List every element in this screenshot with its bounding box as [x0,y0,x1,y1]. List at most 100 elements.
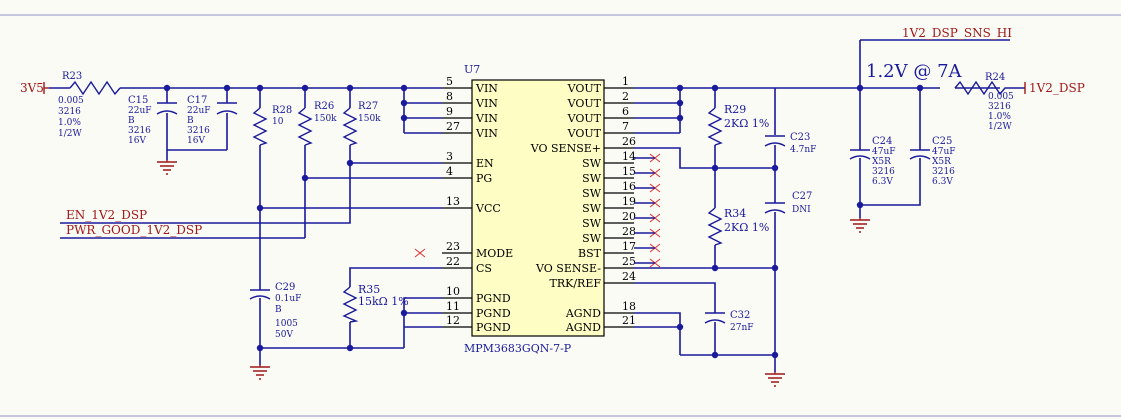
pin-number: 5 [446,75,453,88]
svg-text:22uF: 22uF [187,106,211,116]
svg-text:3216: 3216 [932,167,955,177]
svg-text:R34: R34 [724,207,746,220]
pin-name: VIN [475,82,498,95]
svg-text:2KΩ 1%: 2KΩ 1% [724,221,769,234]
svg-text:1005: 1005 [275,319,298,329]
svg-text:C24: C24 [872,136,892,147]
pin-name: SW [582,172,602,185]
svg-text:4.7nF: 4.7nF [790,145,816,155]
pin-name: VIN [475,127,498,140]
pin-name: VIN [475,112,498,125]
capacitor-c27[interactable]: C27 DNI [764,191,812,215]
pin-name: TRK/REF [550,277,602,290]
pin-number: 12 [446,314,460,327]
pin-number: 28 [622,225,636,238]
pin-name: AGND [565,307,601,320]
chip-pin-3: 3EN [442,150,494,170]
net-label-power-good: PWR_GOOD_1V2_DSP [66,223,202,237]
capacitor-c25[interactable]: C25 47uF X5R 3216 6.3V [909,136,956,187]
pin-name: VOUT [567,112,602,125]
svg-text:B: B [128,116,135,126]
wires [49,39,1025,372]
pin-name: MODE [476,247,513,260]
svg-text:0.1uF: 0.1uF [275,294,301,304]
svg-text:3216: 3216 [988,102,1011,112]
svg-text:3216: 3216 [128,126,151,136]
capacitor-c23[interactable]: C23 4.7nF [764,132,816,155]
pin-name: VOUT [567,97,602,110]
pin-name: PGND [476,307,511,320]
pin-number: 8 [446,90,453,103]
svg-text:3216: 3216 [187,126,210,136]
svg-text:C25: C25 [932,136,952,147]
svg-text:6.3V: 6.3V [932,177,953,187]
svg-text:50V: 50V [275,330,293,340]
resistor-r34[interactable]: R34 2KΩ 1% [707,207,769,246]
svg-text:6.3V: 6.3V [872,177,893,187]
pin-number: 9 [446,105,453,118]
svg-text:1/2W: 1/2W [988,122,1012,132]
pin-name: PGND [476,292,511,305]
pin-name: VOUT [567,127,602,140]
resistor-r29[interactable]: R29 2KΩ 1% [707,103,769,146]
capacitor-c24[interactable]: C24 47uF X5R 3216 6.3V [849,136,896,187]
chip-part-number: MPM3683GQN-7-P [464,342,572,355]
svg-text:X5R: X5R [872,157,891,167]
resistor-r28[interactable]: R28 10 [252,105,292,146]
pin-number: 3 [446,150,453,163]
svg-text:15kΩ 1%: 15kΩ 1% [358,295,409,308]
capacitor-c17[interactable]: C17 22uF B 3216 16V [187,95,238,146]
svg-text:16V: 16V [128,136,146,146]
resistor-r26[interactable]: R26 150k [297,101,337,146]
svg-text:C29: C29 [275,282,295,293]
capacitor-c15[interactable]: C15 22uF B 3216 16V [128,95,178,146]
resistor-r27[interactable]: R27 150k [342,101,381,146]
resistor-r35[interactable]: R35 15kΩ 1% [342,283,409,323]
pin-name: CS [476,262,492,275]
svg-text:C15: C15 [128,95,148,106]
pin-number: 27 [446,120,460,133]
pin-name: BST [578,247,602,260]
svg-text:47uF: 47uF [932,147,956,157]
ground-icon [157,160,177,175]
capacitor-c32[interactable]: C32 27nF [704,310,754,333]
power-port-3v5: 3V5 [20,81,49,95]
pin-name: VO SENSE+ [530,142,601,155]
svg-text:C32: C32 [730,310,750,321]
pin-name: SW [582,157,602,170]
svg-text:10: 10 [272,117,284,127]
chip-u7[interactable]: U7 MPM3683GQN-7-P 5VIN8VIN9VIN27VIN3EN4P… [442,63,636,355]
resistor-r23[interactable]: R23 0.005 3216 1.0% 1/2W [58,71,121,139]
pin-number: 19 [622,195,636,208]
pin-number: 18 [622,300,636,313]
pin-name: VOUT [567,82,602,95]
svg-text:0.005: 0.005 [988,92,1014,102]
capacitor-c29[interactable]: C29 0.1uF B 1005 50V [249,282,301,340]
ground-icon [850,218,870,233]
pin-number: 21 [622,314,636,327]
pin-name: PGND [476,321,511,334]
chip-pin-4: 4PG [442,165,492,185]
pin-name: VIN [475,97,498,110]
resistor-r24[interactable]: R24 0.005 3216 1.0% 1/2W [954,72,1020,132]
pin-name: SW [582,232,602,245]
svg-text:C23: C23 [790,132,810,143]
